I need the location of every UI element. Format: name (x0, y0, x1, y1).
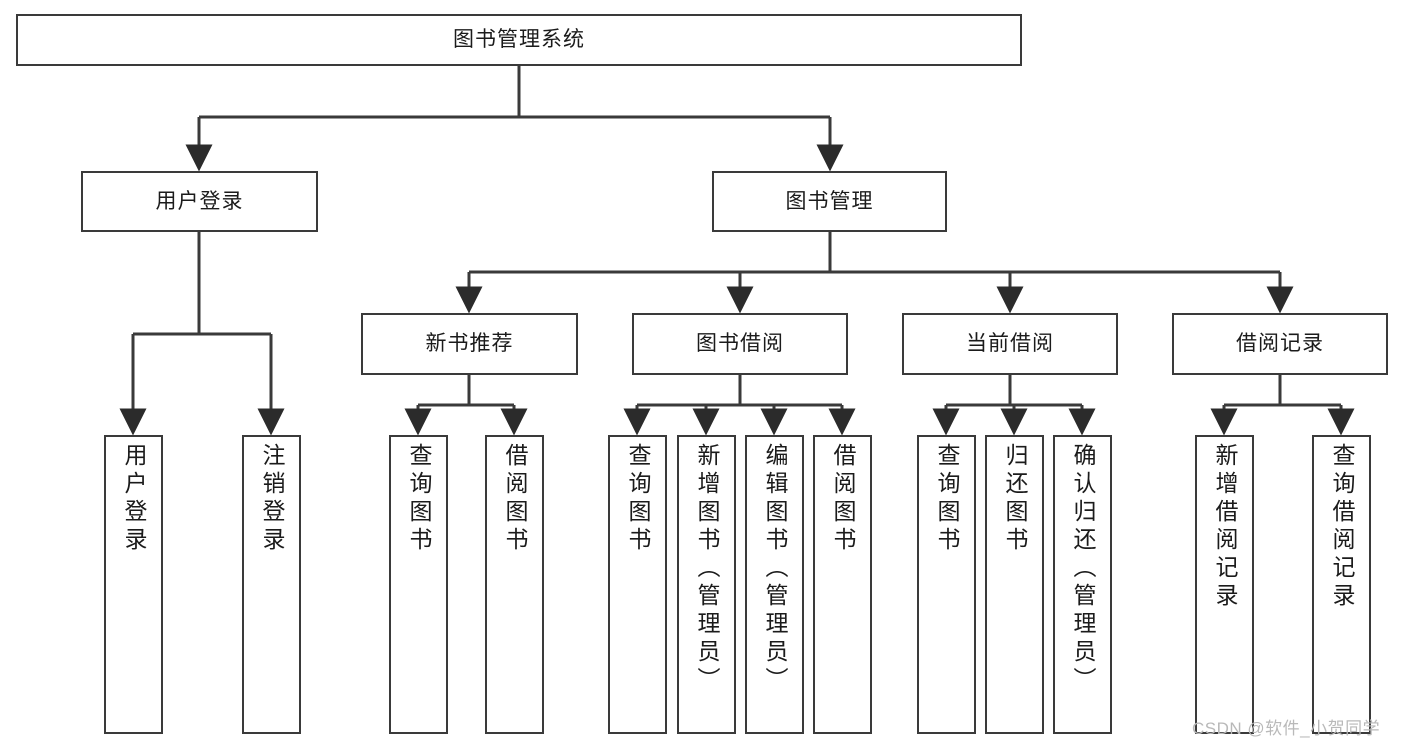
leaf-user-logout[interactable]: 注销登录 (242, 435, 301, 734)
leaf-confirm-return-admin-label: 确认归还（管理员） (1070, 443, 1096, 695)
leaf-borrow-book[interactable]: 借阅图书 (813, 435, 872, 734)
leaf-user-login-label: 用户登录 (121, 443, 147, 555)
leaf-recommend-query-book-label: 查询图书 (406, 443, 432, 555)
node-book-borrow-label: 图书借阅 (696, 332, 784, 356)
csdn-watermark: CSDN @软件_小贺同学 (1192, 719, 1381, 738)
node-new-book-recommendation-label: 新书推荐 (425, 332, 514, 356)
node-book-borrow[interactable]: 图书借阅 (632, 313, 848, 375)
leaf-query-borrow-record[interactable]: 查询借阅记录 (1312, 435, 1371, 734)
leaf-add-book-admin[interactable]: 新增图书（管理员） (677, 435, 736, 734)
leaf-add-book-admin-label: 新增图书（管理员） (694, 443, 720, 695)
node-current-borrow-label: 当前借阅 (966, 332, 1054, 356)
leaf-add-borrow-record[interactable]: 新增借阅记录 (1195, 435, 1254, 734)
leaf-current-query-book-label: 查询图书 (934, 443, 960, 555)
node-user-login[interactable]: 用户登录 (81, 171, 318, 232)
leaf-recommend-borrow-book-label: 借阅图书 (502, 443, 528, 555)
leaf-add-borrow-record-label: 新增借阅记录 (1212, 443, 1238, 611)
node-book-manage[interactable]: 图书管理 (712, 171, 947, 232)
leaf-edit-book-admin[interactable]: 编辑图书（管理员） (745, 435, 804, 734)
node-root-label: 图书管理系统 (453, 28, 585, 52)
node-borrow-record[interactable]: 借阅记录 (1172, 313, 1388, 375)
node-borrow-record-label: 借阅记录 (1236, 332, 1324, 356)
leaf-recommend-borrow-book[interactable]: 借阅图书 (485, 435, 544, 734)
leaf-borrow-query-book[interactable]: 查询图书 (608, 435, 667, 734)
leaf-user-login[interactable]: 用户登录 (104, 435, 163, 734)
leaf-return-book[interactable]: 归还图书 (985, 435, 1044, 734)
node-user-login-label: 用户登录 (155, 189, 244, 213)
node-current-borrow[interactable]: 当前借阅 (902, 313, 1118, 375)
leaf-user-logout-label: 注销登录 (259, 443, 285, 555)
leaf-current-query-book[interactable]: 查询图书 (917, 435, 976, 734)
leaf-recommend-query-book[interactable]: 查询图书 (389, 435, 448, 734)
node-book-manage-label: 图书管理 (785, 189, 874, 213)
leaf-borrow-book-label: 借阅图书 (830, 443, 856, 555)
leaf-edit-book-admin-label: 编辑图书（管理员） (762, 443, 788, 695)
leaf-borrow-query-book-label: 查询图书 (625, 443, 651, 555)
node-new-book-recommendation[interactable]: 新书推荐 (361, 313, 578, 375)
node-root[interactable]: 图书管理系统 (16, 14, 1022, 66)
leaf-confirm-return-admin[interactable]: 确认归还（管理员） (1053, 435, 1112, 734)
leaf-return-book-label: 归还图书 (1002, 443, 1028, 555)
leaf-query-borrow-record-label: 查询借阅记录 (1329, 443, 1355, 611)
